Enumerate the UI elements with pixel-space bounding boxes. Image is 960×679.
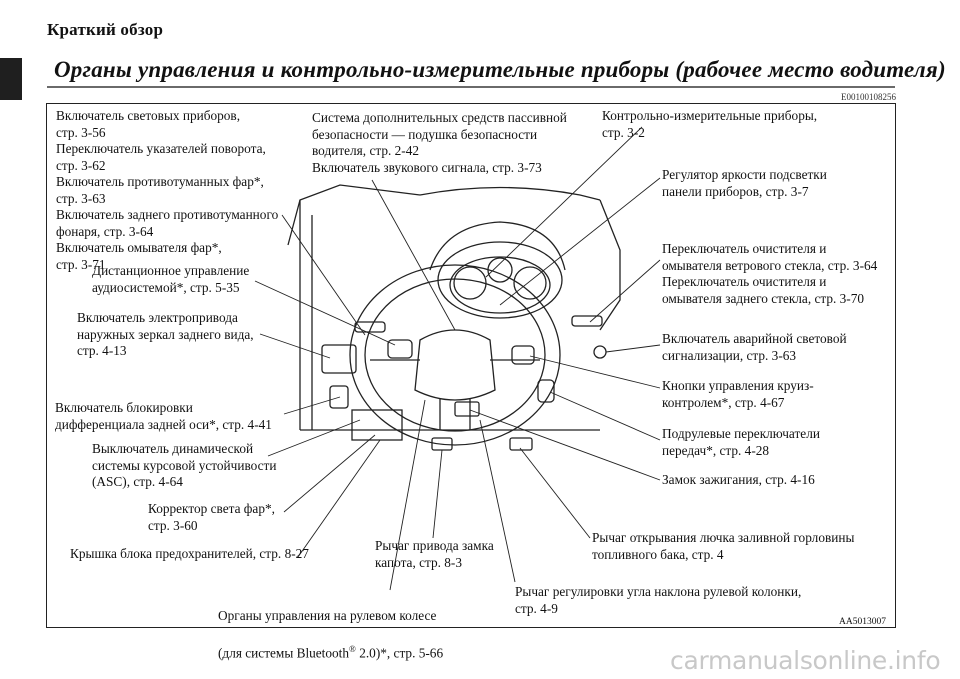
label-audio-remote: Дистанционное управление аудиосистемой*,… [92, 263, 250, 295]
page-title: Органы управления и контрольно-измерител… [54, 57, 946, 82]
label-brightness-control: Регулятор яркости подсветки панели прибо… [662, 167, 827, 199]
label-bluetooth-controls: Органы управления на рулевом колесе (для… [218, 591, 443, 661]
label-headlamp-leveling: Корректор света фар*, стр. 3-60 [148, 501, 275, 533]
bluetooth-line-2-suffix: 2.0)*, стр. 5-66 [355, 644, 444, 660]
label-wiper-switches: Переключатель очистителя и омывателя вет… [662, 241, 878, 306]
label-airbag-horn: Система дополнительных средств пассивной… [312, 110, 567, 175]
label-fuel-door-lever: Рычаг открывания лючка заливной горловин… [592, 530, 855, 562]
label-paddle-shifters: Подрулевые переключатели передач*, стр. … [662, 426, 820, 458]
watermark: carmanualsonline.info [670, 646, 941, 675]
bluetooth-line-1: Органы управления на рулевом колесе [218, 607, 437, 623]
figure-id: AA5013007 [839, 617, 886, 627]
bluetooth-line-2-prefix: (для системы Bluetooth [218, 644, 350, 660]
registered-mark: ® [349, 643, 356, 654]
section-header: Краткий обзор [47, 20, 164, 39]
title-underline [47, 86, 895, 88]
label-diff-lock: Включатель блокировки дифференциала задн… [55, 400, 272, 432]
label-tilt-lever: Рычаг регулировки угла наклона рулевой к… [515, 584, 802, 616]
document-id: E00100108256 [841, 92, 896, 102]
label-fuse-box: Крышка блока предохранителей, стр. 8-27 [70, 546, 309, 561]
label-mirror-switch: Включатель электропривода наружных зерка… [77, 310, 254, 358]
label-instrument-cluster: Контрольно-измерительные приборы, стр. 3… [602, 108, 818, 140]
label-hazard-switch: Включатель аварийной световой сигнализац… [662, 331, 847, 363]
figure-frame [46, 103, 896, 628]
chapter-tab [0, 58, 22, 100]
label-asc-switch: Выключатель динамической системы курсово… [92, 441, 277, 489]
label-lighting-switches: Включатель световых приборов, стр. 3-56 … [56, 108, 279, 272]
label-ignition-switch: Замок зажигания, стр. 4-16 [662, 472, 815, 487]
label-hood-release: Рычаг привода замка капота, стр. 8-3 [375, 538, 494, 570]
label-cruise-control: Кнопки управления круиз- контролем*, стр… [662, 378, 814, 410]
